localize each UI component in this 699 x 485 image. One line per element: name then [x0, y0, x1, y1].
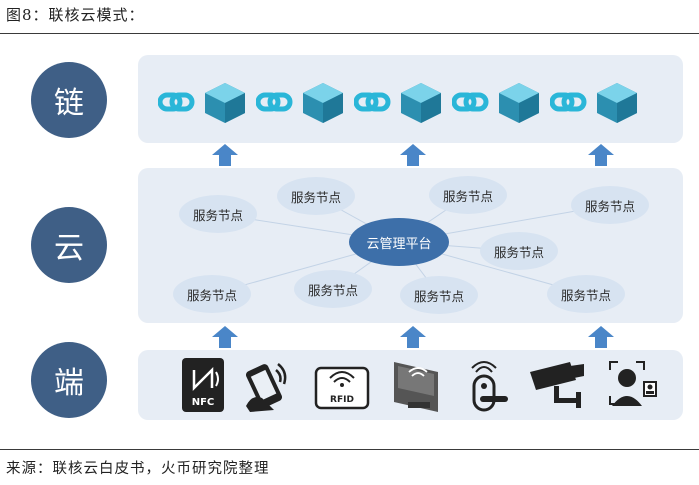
- service-node: 服务节点: [547, 275, 625, 313]
- chain-block-icon: [158, 83, 245, 123]
- rfid-reader-icon: RFID: [314, 366, 370, 410]
- service-node: 服务节点: [277, 177, 355, 215]
- chain-block-icon: [550, 83, 637, 123]
- figure-title: 图8：联核云模式：: [6, 6, 145, 24]
- rfid-label: RFID: [330, 395, 354, 405]
- chain-block-icon: [256, 83, 343, 123]
- chain-block-icon: [452, 83, 539, 123]
- phone-tap-icon: [245, 363, 287, 412]
- bottom-rule: [0, 449, 699, 450]
- face-recognition-icon: [609, 361, 657, 406]
- figure-source: 来源：联核云白皮书，火币研究院整理: [6, 461, 270, 477]
- service-node: 服务节点: [173, 275, 251, 313]
- service-node: 服务节点: [429, 176, 507, 214]
- layer-edge-circle: 端: [31, 342, 107, 418]
- up-arrow-icon: [588, 326, 614, 348]
- service-node: 服务节点: [294, 270, 372, 308]
- up-arrow-icon: [212, 326, 238, 348]
- layer-cloud-circle: 云: [31, 207, 107, 283]
- layer-chain-circle: 链: [31, 62, 107, 138]
- service-node: 服务节点: [400, 276, 478, 314]
- security-camera-icon: [530, 362, 584, 408]
- nfc-card-icon: NFC: [182, 358, 224, 412]
- up-arrow-icon: [212, 144, 238, 166]
- nfc-label: NFC: [192, 397, 215, 408]
- smart-lock-icon: [471, 361, 508, 412]
- chain-block-icon: [354, 83, 441, 123]
- cloud-management-platform: 云管理平台: [349, 218, 449, 266]
- service-node: 服务节点: [480, 232, 558, 270]
- up-arrow-icon: [588, 144, 614, 166]
- up-arrow-icon: [400, 144, 426, 166]
- card-reader-icon: [394, 362, 438, 412]
- service-node: 服务节点: [179, 195, 257, 233]
- top-rule: [0, 33, 699, 34]
- service-node: 服务节点: [571, 186, 649, 224]
- up-arrow-icon: [400, 326, 426, 348]
